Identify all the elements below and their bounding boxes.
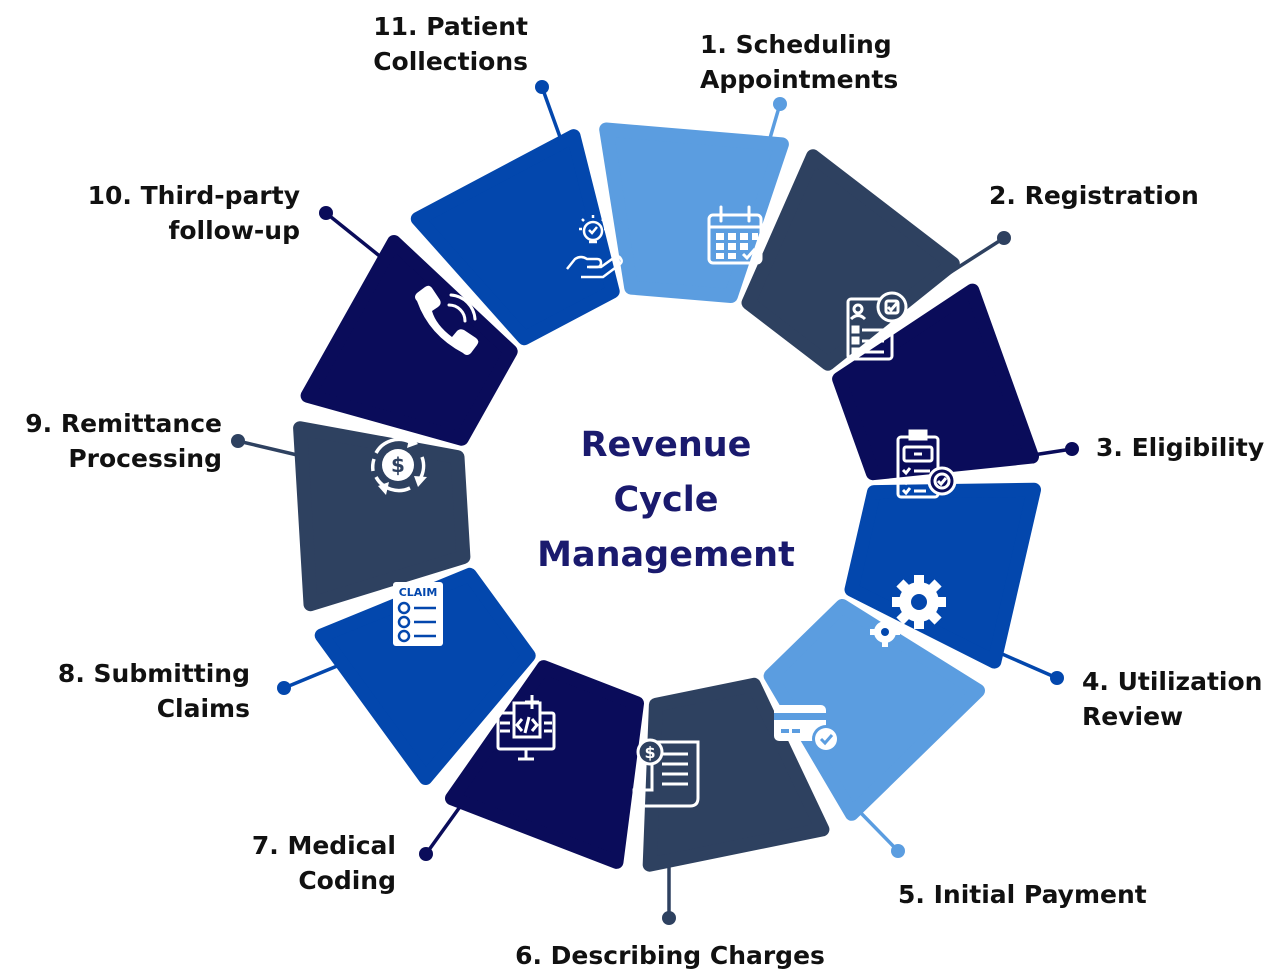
connector-dot-step-1 — [773, 97, 787, 111]
label-step-8-line-1: 8. Submitting — [57, 659, 250, 688]
connector-dot-step-2 — [997, 231, 1011, 245]
label-step-4-line-1: 4. Utilization — [1082, 667, 1263, 696]
center-title-line-1: Revenue — [580, 425, 752, 465]
claim-form-icon: CLAIM — [393, 582, 443, 646]
label-step-6: 6. Describing Charges — [500, 938, 840, 973]
label-step-4-line-2: Review — [1082, 702, 1184, 731]
svg-text:$: $ — [391, 453, 405, 477]
registration-form-icon — [846, 291, 908, 361]
label-step-4: 4. Utilization Review — [1082, 664, 1262, 734]
label-step-7-line-1: 7. Medical — [251, 831, 396, 860]
segment-step-1 — [599, 122, 789, 303]
segment-step-11 — [410, 129, 620, 346]
segment-step-10 — [300, 235, 518, 446]
connector-line-step-4 — [992, 648, 1058, 680]
gears-icon — [870, 575, 946, 647]
connector-line-step-5 — [856, 808, 900, 853]
label-step-2: 2. Registration — [989, 178, 1199, 213]
calendar-icon — [707, 205, 763, 265]
credit-card-icon — [774, 705, 840, 753]
connector-dot-step-11 — [535, 80, 549, 94]
center-title-line-3: Management — [537, 535, 795, 575]
icons: $ CLAIM — [370, 205, 957, 808]
connectors — [231, 80, 1079, 925]
label-step-11: 11. Patient Collections — [300, 9, 528, 79]
segments — [293, 122, 1041, 872]
connector-dot-step-6 — [662, 911, 676, 925]
segment-step-3 — [832, 283, 1039, 481]
label-step-5: 5. Initial Payment — [898, 877, 1147, 912]
label-step-9-line-1: 9. Remittance — [25, 409, 222, 438]
connector-dot-step-9 — [231, 434, 245, 448]
segment-step-6 — [642, 677, 830, 872]
connector-dot-step-5 — [891, 844, 905, 858]
eligibility-clipboard-icon — [896, 429, 957, 499]
label-step-1-line-2: Appointments — [700, 65, 899, 94]
label-step-2-line-1: 2. Registration — [989, 181, 1199, 210]
dollar-cycle-icon: $ — [370, 435, 427, 495]
label-step-9-line-2: Processing — [68, 444, 222, 473]
label-step-7-line-2: Coding — [298, 866, 396, 895]
label-step-10-line-1: 10. Third-party — [87, 181, 300, 210]
connector-dot-step-8 — [277, 681, 291, 695]
segment-step-4 — [844, 482, 1041, 669]
svg-text:$: $ — [644, 743, 655, 762]
center-title-line-2: Cycle — [613, 480, 719, 520]
code-monitor-icon — [496, 695, 556, 761]
segment-step-7 — [445, 660, 644, 869]
connector-line-step-8 — [283, 662, 343, 690]
label-step-5-line-1: 5. Initial Payment — [898, 880, 1147, 909]
segment-step-9 — [293, 421, 471, 612]
center-title: Revenue Cycle Management — [476, 418, 856, 583]
claim-icon-text: CLAIM — [399, 586, 438, 599]
label-step-10-line-2: follow-up — [168, 216, 300, 245]
label-step-1-line-1: 1. Scheduling — [700, 30, 892, 59]
connector-dot-step-7 — [419, 847, 433, 861]
segment-step-2 — [741, 149, 960, 371]
label-step-1: 1. Scheduling Appointments — [700, 27, 898, 97]
label-step-11-line-1: 11. Patient — [373, 12, 528, 41]
label-step-7: 7. Medical Coding — [196, 828, 396, 898]
label-step-8-line-2: Claims — [156, 694, 250, 723]
connector-dot-step-3 — [1065, 442, 1079, 456]
label-step-9: 9. Remittance Processing — [0, 406, 222, 476]
label-step-3: 3. Eligibility — [1096, 430, 1264, 465]
label-step-11-line-2: Collections — [373, 47, 528, 76]
segment-step-5 — [763, 599, 985, 821]
invoice-icon: $ — [632, 738, 700, 808]
phone-icon — [415, 285, 479, 355]
label-step-10: 10. Third-party follow-up — [20, 178, 300, 248]
hand-bulb-icon — [566, 215, 623, 279]
segment-step-8 — [314, 567, 536, 785]
label-step-6-line-1: 6. Describing Charges — [515, 941, 825, 970]
label-step-8: 8. Submitting Claims — [0, 656, 250, 726]
label-step-3-line-1: 3. Eligibility — [1096, 433, 1265, 462]
connector-dot-step-10 — [319, 206, 333, 220]
connector-dot-step-4 — [1050, 671, 1064, 685]
